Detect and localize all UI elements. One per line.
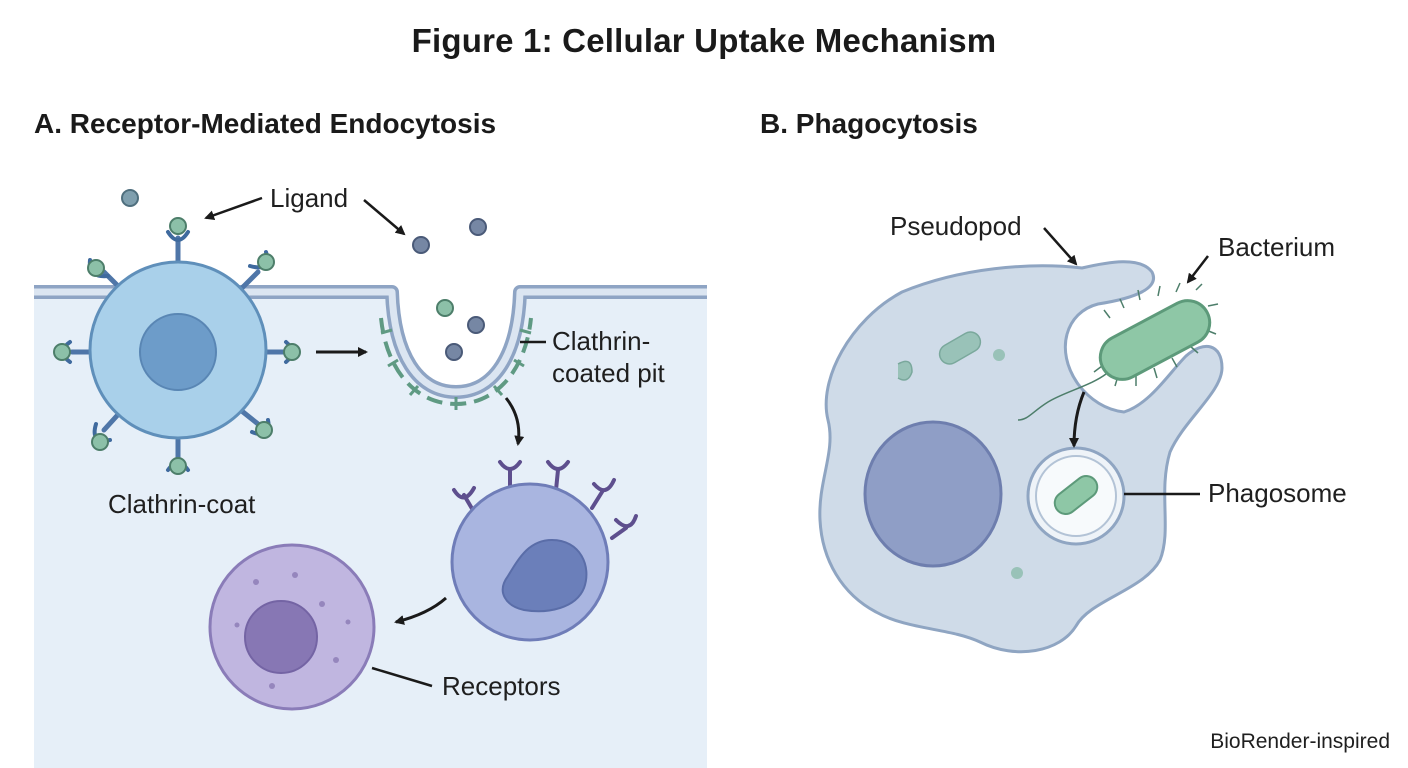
organelle <box>993 349 1005 361</box>
figure-title: Figure 1: Cellular Uptake Mechanism <box>411 22 997 59</box>
organelle <box>938 331 982 365</box>
organelle <box>897 360 913 381</box>
credit-text: BioRender-inspired <box>1210 730 1390 753</box>
ligand-in-pit <box>467 316 485 334</box>
endosome-nucleus <box>244 600 318 674</box>
ligand-leader-right <box>363 199 406 236</box>
vesicle-nucleus <box>501 538 588 613</box>
organelle <box>1011 567 1023 579</box>
bacterium-body <box>1098 299 1212 381</box>
ligand-particle <box>121 189 139 207</box>
fusion-arrow <box>394 596 447 625</box>
ligand-in-pit <box>436 299 454 317</box>
bacterium-label: Bacterium <box>1218 232 1335 262</box>
ligand-particle <box>412 236 430 254</box>
receptor-cell <box>53 217 301 475</box>
bacterium <box>1017 282 1219 421</box>
coated-vesicle <box>450 460 638 642</box>
endosome <box>208 543 376 711</box>
budding-arrow <box>504 397 525 446</box>
engulf-arrow <box>1069 391 1086 448</box>
clathrin-coat-label: Clathrin-coat <box>108 489 256 519</box>
pseudopod-leader <box>1043 227 1078 266</box>
phagosome-label: Phagosome <box>1208 478 1347 508</box>
panel-a-title: A. Receptor-Mediated Endocytosis <box>34 108 497 139</box>
panel-a-diagram: Ligand Clathrin- coated pit Clathrin-coa… <box>34 183 707 768</box>
panel-b-title: B. Phagocytosis <box>760 108 978 139</box>
ligand-particle <box>469 218 487 236</box>
receptors-label: Receptors <box>442 671 561 701</box>
bound-ligands <box>53 217 301 475</box>
clathrin-spikes <box>380 328 532 410</box>
ligand-leader-left <box>204 196 263 221</box>
panel-b-diagram: Pseudopod Bacterium Phagosome <box>818 211 1347 654</box>
receptors-leader <box>371 666 433 688</box>
bacterium-leader <box>1186 255 1209 284</box>
pseudopod-label: Pseudopod <box>890 211 1022 241</box>
macrophage-nucleus <box>863 420 1003 568</box>
phagosome <box>1026 446 1126 546</box>
ligand-label: Ligand <box>270 183 348 213</box>
cell-nucleus <box>139 313 217 391</box>
clathrin-pit-label-line2: coated pit <box>552 358 666 388</box>
plasma-membrane-inner <box>34 288 707 396</box>
ligand-in-pit <box>445 343 463 361</box>
clathrin-pit-label-line1: Clathrin- <box>552 326 650 356</box>
